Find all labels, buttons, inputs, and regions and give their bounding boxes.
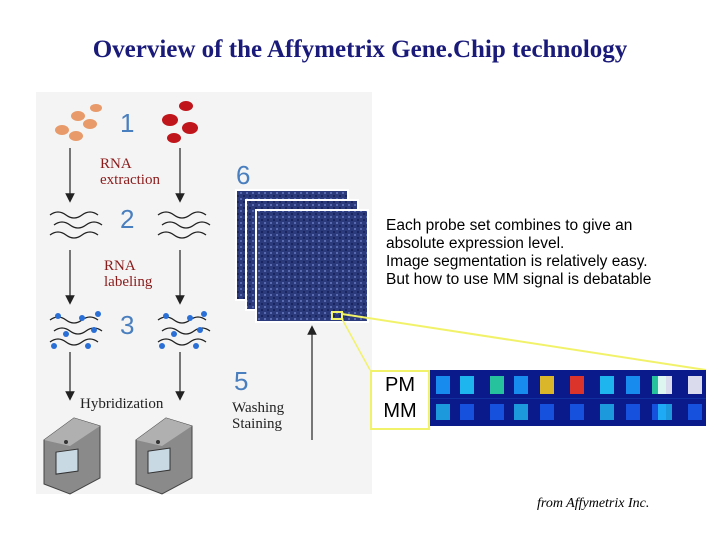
step-number-6: 6: [236, 160, 251, 190]
probe-set-description: Each probe set combines to give an absol…: [386, 217, 706, 289]
description-line-1: Each probe set combines to give an: [386, 217, 633, 234]
pm-probe-cell: [626, 376, 640, 394]
pm-probe-cell: [460, 376, 474, 394]
description-line-4: But how to use MM signal is debatable: [386, 271, 652, 288]
hybridization-label: Hybridization: [80, 396, 164, 412]
mm-probe-cell: [490, 404, 504, 420]
labeled-rna-left-icon: [49, 311, 103, 349]
mm-probe-cell: [436, 404, 450, 420]
rna-strands-right-icon: [157, 211, 211, 239]
step-number-3: 3: [120, 310, 135, 340]
step-number-5: 5: [234, 366, 249, 396]
description-line-2: absolute expression level.: [386, 235, 565, 252]
mm-label: MM: [383, 400, 417, 422]
page-title: Overview of the Affymetrix Gene.Chip tec…: [92, 36, 628, 63]
rna-labeling-line1: RNA: [104, 258, 136, 274]
step-number-1: 1: [120, 108, 135, 138]
source-credit: from Affymetrix Inc.: [537, 496, 650, 511]
genechip-cartridge-left-icon: [43, 417, 101, 495]
rna-extraction-line2: extraction: [100, 172, 160, 188]
pm-probe-cell: [600, 376, 614, 394]
pm-probe-cell: [514, 376, 528, 394]
cells-left-icon: [55, 104, 102, 141]
mm-probe-cell: [688, 404, 702, 420]
zoom-region-marker: [331, 311, 343, 320]
zoom-line: [341, 313, 707, 371]
mm-probe-cell: [570, 404, 584, 420]
mm-probe-cell: [600, 404, 614, 420]
mm-probe-cell: [514, 404, 528, 420]
rna-labeling-label: RNA labeling: [104, 258, 152, 290]
pm-probe-cell: [658, 376, 672, 394]
pm-probe-cell: [540, 376, 554, 394]
staining-line: Staining: [232, 416, 283, 432]
labeled-rna-right-icon: [157, 311, 211, 349]
rna-labeling-line2: labeling: [104, 274, 153, 290]
step-number-2: 2: [120, 204, 135, 234]
rna-extraction-line1: RNA: [100, 156, 132, 172]
pm-probe-cell: [570, 376, 584, 394]
washing-staining-label: Washing Staining: [232, 400, 284, 432]
mm-probe-cell: [658, 404, 672, 420]
scanned-chip-images: [235, 189, 369, 323]
pm-probe-cell: [436, 376, 450, 394]
cells-right-icon: [162, 101, 198, 143]
genechip-cartridge-right-icon: [135, 417, 193, 495]
mm-probe-cell: [626, 404, 640, 420]
pm-probe-cell: [688, 376, 702, 394]
washing-line: Washing: [232, 400, 285, 416]
pm-label: PM: [385, 374, 415, 396]
pm-probe-cell: [490, 376, 504, 394]
pm-mm-label-box: PM MM: [370, 370, 430, 430]
mm-probe-cell: [540, 404, 554, 420]
description-line-3: Image segmentation is relatively easy.: [386, 253, 648, 270]
rna-strands-left-icon: [49, 211, 103, 239]
rna-extraction-label: RNA extraction: [100, 156, 160, 188]
mm-probe-cell: [460, 404, 474, 420]
